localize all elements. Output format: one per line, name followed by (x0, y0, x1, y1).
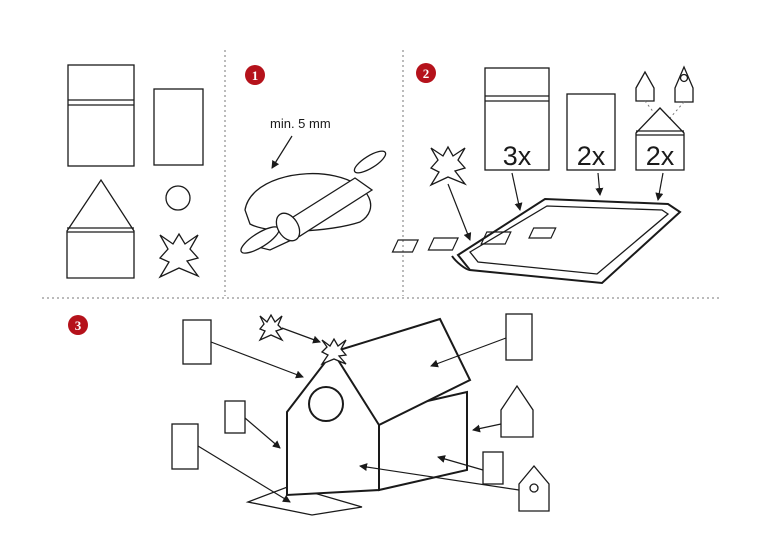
side-wall-piece (153, 88, 204, 166)
gable-wall-piece (66, 178, 135, 279)
small-house-piece (635, 70, 655, 102)
step-1-panel: 1 min. 5 mm (240, 65, 387, 254)
baking-tray-icon (391, 197, 682, 285)
roof-piece (67, 64, 135, 167)
step-number: 2 (423, 66, 430, 81)
star-cutout-icon (258, 313, 284, 342)
side-wall-piece (566, 93, 616, 171)
star-cutout-icon (429, 145, 467, 187)
roof-piece (484, 67, 550, 171)
quantity-roof: 3x (503, 141, 532, 171)
step-badge (416, 63, 436, 83)
roof-piece (182, 319, 212, 365)
small-house-piece (500, 384, 534, 438)
star-cutout-icon (158, 232, 200, 279)
side-wall-piece (224, 400, 246, 434)
quantity-gable: 2x (646, 141, 675, 171)
gingerbread-house-icon (245, 317, 472, 516)
step-badge (68, 315, 88, 335)
roof-piece (505, 313, 533, 361)
side-wall-piece (171, 423, 199, 470)
small-house-window-piece (674, 65, 694, 103)
step-3-panel: 3 (68, 313, 550, 516)
template-pieces-panel (66, 64, 204, 279)
step-number: 3 (75, 318, 82, 333)
step-number: 1 (252, 68, 259, 83)
window-circle-piece (165, 185, 191, 211)
step-2-panel: 2 3x 2x 2x (391, 63, 694, 285)
step-badge (245, 65, 265, 85)
panel-dividers (42, 50, 722, 299)
quantity-side-wall: 2x (577, 141, 606, 171)
thickness-label: min. 5 mm (270, 116, 331, 131)
rolling-pin-icon (240, 150, 387, 254)
side-wall-piece (482, 451, 504, 485)
gable-wall-piece (635, 107, 685, 171)
